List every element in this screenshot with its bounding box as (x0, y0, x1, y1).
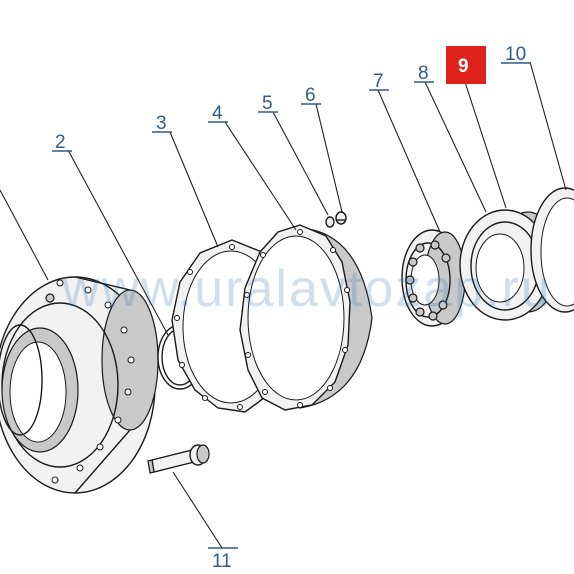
callout-8: 8 (414, 63, 434, 84)
callout-label-7: 7 (373, 71, 384, 92)
callout-4: 4 (208, 103, 228, 124)
highlight-box (446, 46, 486, 84)
callout-label-8: 8 (418, 63, 429, 84)
part-stud-bolt (147, 444, 210, 474)
callout-label-2: 2 (55, 132, 66, 153)
part-cover-ring (239, 224, 373, 411)
part-roller-bearing (401, 229, 466, 327)
part-wheel-hub (0, 276, 159, 494)
callout-5: 5 (258, 93, 278, 114)
callout-label-11: 11 (212, 551, 232, 572)
callout-label-6: 6 (305, 85, 316, 106)
leader-lines (0, 61, 567, 549)
callout-7: 7 (369, 71, 389, 92)
callout-2: 2 (52, 132, 72, 153)
watermark-text: www.uralavtozap.ru (61, 260, 552, 318)
part-bolt-small (335, 211, 347, 225)
callout-6: 6 (301, 85, 321, 106)
callout-label-9: 9 (458, 56, 469, 77)
callout-11: 11 (208, 547, 238, 572)
part-washer (325, 216, 335, 228)
callout-label-5: 5 (262, 93, 273, 114)
callout-10: 10 (501, 44, 531, 65)
callout-9-highlighted: 9 (446, 46, 486, 84)
callout-label-3: 3 (156, 113, 167, 134)
callout-label-10: 10 (505, 44, 526, 65)
callout-label-4: 4 (212, 103, 223, 124)
callout-3: 3 (152, 113, 172, 134)
